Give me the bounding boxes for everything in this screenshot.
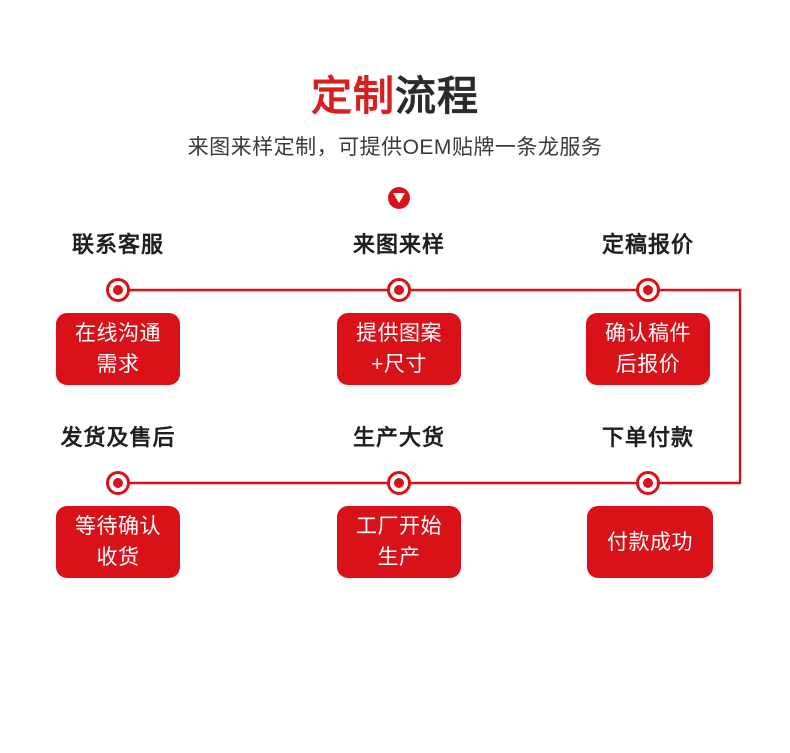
flow-step-dot-icon bbox=[106, 278, 130, 302]
flow-step-dot-icon bbox=[636, 471, 660, 495]
flow-step-label: 发货及售后 bbox=[60, 425, 176, 450]
flow-step-box[interactable]: 工厂开始 生产 bbox=[337, 506, 461, 578]
page-subtitle: 来图来样定制，可提供OEM贴牌一条龙服务 bbox=[187, 136, 603, 159]
flow-step-label: 定稿报价 bbox=[601, 232, 694, 257]
flow-step-dot-icon bbox=[106, 471, 130, 495]
flow-step-shipping-after-sales[interactable]: 发货及售后 等待确认 收货 bbox=[18, 423, 218, 583]
flow-step-label: 联系客服 bbox=[71, 232, 164, 257]
flow-step-dot-icon bbox=[387, 471, 411, 495]
flow-step-place-order-payment[interactable]: 下单付款 付款成功 bbox=[548, 423, 748, 583]
flow-step-dot-icon bbox=[387, 278, 411, 302]
flow-step-contact-service[interactable]: 联系客服 在线沟通 需求 bbox=[18, 230, 218, 390]
page-title-accent: 定制 bbox=[311, 73, 395, 119]
flow-step-label: 下单付款 bbox=[601, 425, 694, 450]
header: 定制流程 来图来样定制，可提供OEM贴牌一条龙服务 bbox=[0, 0, 790, 162]
flow-step-final-quote[interactable]: 定稿报价 确认稿件 后报价 bbox=[548, 230, 748, 390]
flow-step-box-text: 付款成功 bbox=[607, 530, 693, 554]
flow-step-box[interactable]: 等待确认 收货 bbox=[56, 506, 180, 578]
page-title: 定制流程 bbox=[0, 0, 790, 120]
page-title-rest: 流程 bbox=[395, 73, 479, 119]
flow-step-box-text: 确认稿件 后报价 bbox=[605, 322, 691, 376]
chevron-down-icon bbox=[388, 187, 410, 209]
flow-step-bulk-production[interactable]: 生产大货 工厂开始 生产 bbox=[299, 423, 499, 583]
flow-step-box[interactable]: 在线沟通 需求 bbox=[56, 313, 180, 385]
flow-step-box-text: 等待确认 收货 bbox=[75, 515, 161, 569]
flow-step-box-text: 在线沟通 需求 bbox=[75, 322, 161, 376]
flow-step-box-text: 提供图案 +尺寸 bbox=[356, 322, 442, 376]
flow-step-box[interactable]: 付款成功 bbox=[587, 506, 713, 578]
flow-step-box[interactable]: 确认稿件 后报价 bbox=[586, 313, 710, 385]
flow-step-label: 来图来样 bbox=[352, 232, 445, 257]
flow-step-box[interactable]: 提供图案 +尺寸 bbox=[337, 313, 461, 385]
flow-step-dot-icon bbox=[636, 278, 660, 302]
flow-step-label: 生产大货 bbox=[352, 425, 445, 450]
flow-step-send-artwork[interactable]: 来图来样 提供图案 +尺寸 bbox=[299, 230, 499, 390]
flow-step-box-text: 工厂开始 生产 bbox=[356, 515, 442, 569]
